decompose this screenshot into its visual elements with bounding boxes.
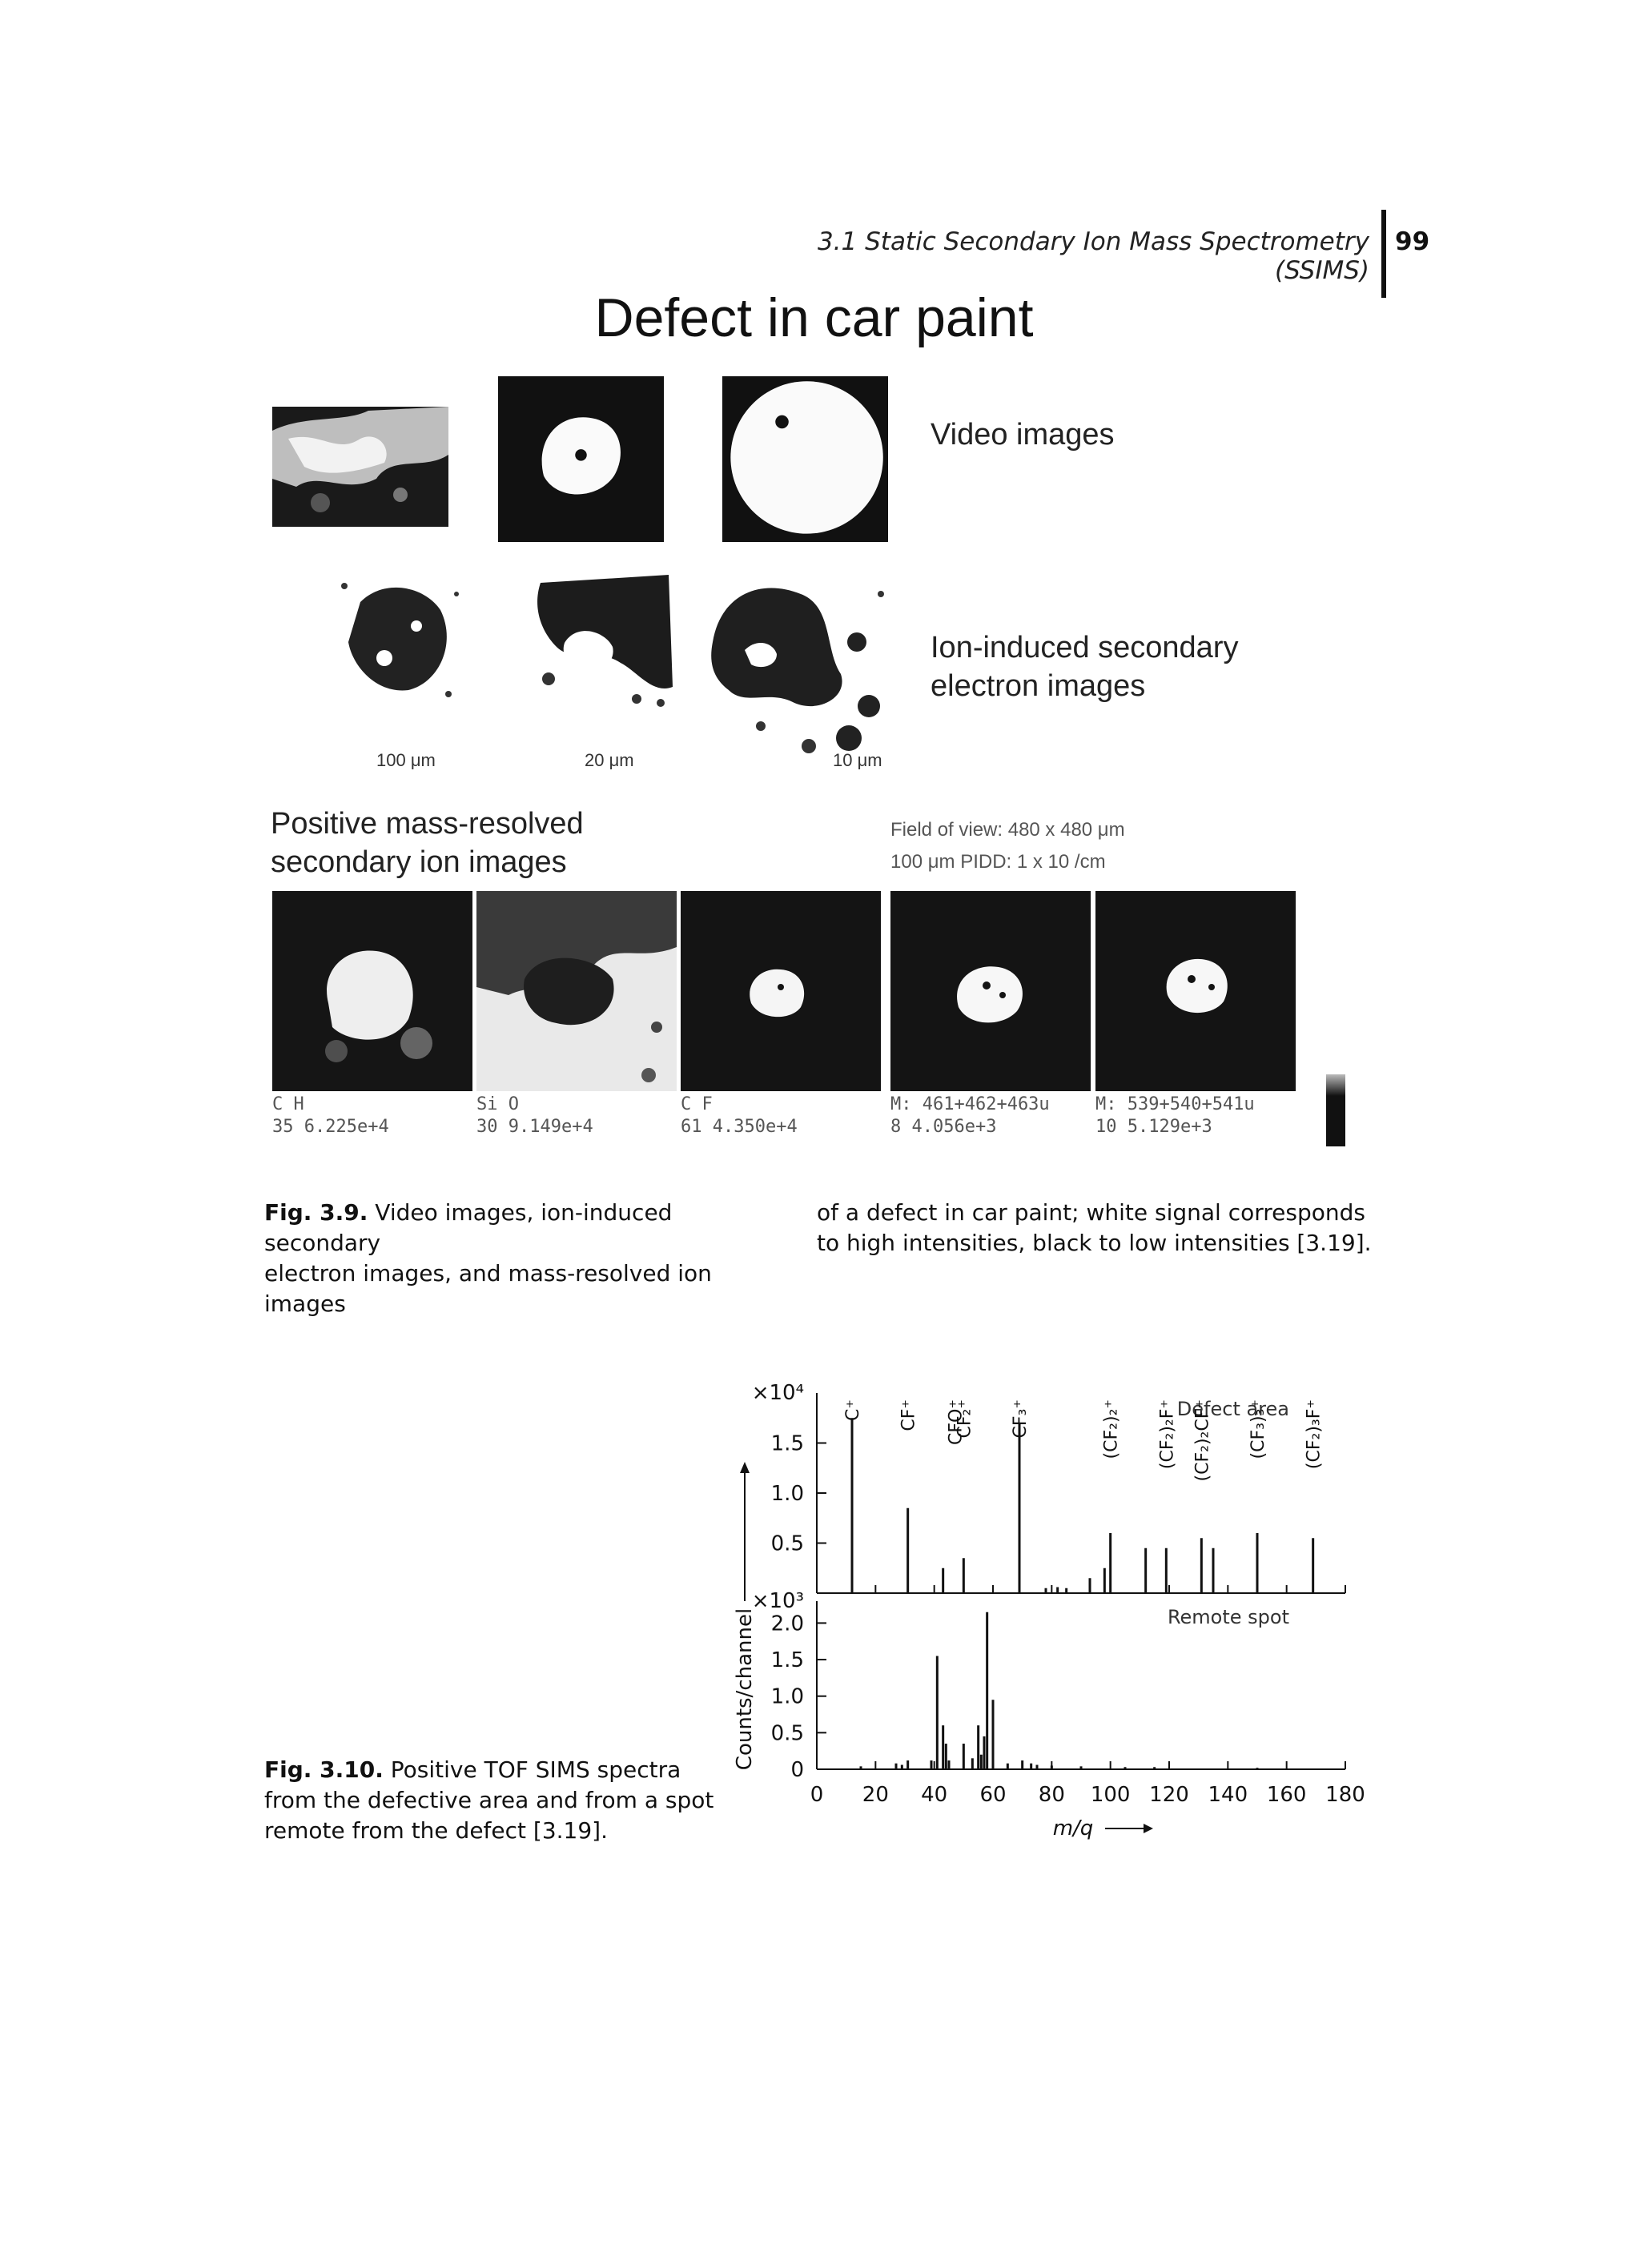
x-tick-label: 40 [921, 1783, 947, 1807]
ion-image-cf [681, 891, 881, 1091]
peak-label: (CF₂)₂CF⁺ [1192, 1399, 1212, 1481]
ion-image-m461 [890, 891, 1091, 1091]
fig39-caption-left: Fig. 3.9. Video images, ion-induced seco… [264, 1198, 793, 1319]
x-tick-label: 0 [810, 1783, 824, 1807]
ion-caption-cf-line1: C F [681, 1094, 713, 1114]
fig310-caption-line3: remote from the defect [3.19]. [264, 1817, 608, 1844]
ion-caption-m461-line1: M: 461+462+463u [890, 1094, 1050, 1114]
tof-sims-spectra: 0.5 1.0 1.5 ×10⁴ Defect area C⁺ CF⁺ CFO⁺CF₂⁺ CF₃… [733, 1381, 1365, 1840]
x-tick-label: 100 [1091, 1783, 1131, 1807]
fig310-caption-label: Fig. 3.10. [264, 1756, 384, 1783]
fig310-caption-line1: Positive TOF SIMS spectra [390, 1756, 681, 1783]
video-image-2 [498, 376, 664, 542]
ion-image-ch [272, 891, 472, 1091]
remote-y-tick-label: 0 [790, 1758, 804, 1782]
ion-image-m539 [1095, 891, 1296, 1091]
ion-caption-m539-line2: 10 5.129e+3 [1095, 1117, 1212, 1137]
scale-label-1: 100 μm [376, 750, 436, 770]
fig39-caption-label: Fig. 3.9. [264, 1199, 368, 1226]
ion-images-label-line2: secondary ion images [271, 845, 567, 879]
scale-label-3: 10 μm [833, 750, 882, 770]
x-tick-label: 140 [1208, 1783, 1248, 1807]
remote-multiplier: ×10³ [752, 1589, 804, 1613]
ion-caption-ch-line1: C H [272, 1094, 304, 1114]
x-tick-label: 160 [1267, 1783, 1307, 1807]
fig310-caption-line2: from the defective area and from a spot [264, 1787, 714, 1813]
y-axis-label: Counts/channel [733, 1608, 757, 1770]
remote-y-tick-label: 1.5 [771, 1648, 804, 1672]
field-of-view-note: Field of view: 480 x 480 μm [890, 819, 1125, 841]
defect-y-tick-label: 1.0 [771, 1482, 804, 1506]
x-tick-label: 120 [1149, 1783, 1189, 1807]
x-tick-label: 20 [862, 1783, 889, 1807]
electron-images-label-line1: Ion-induced secondary [931, 631, 1239, 664]
fig39-caption-right-line1: of a defect in car paint; white signal c… [817, 1199, 1365, 1226]
video-images-label: Video images [931, 418, 1115, 452]
peak-label: C⁺ [843, 1399, 863, 1421]
ion-image-sio [476, 891, 677, 1091]
field-of-view-note-2: 100 μm PIDD: 1 x 10 /cm [890, 851, 1106, 873]
intensity-scale-bar [1326, 1074, 1345, 1146]
ion-caption-cf-line2: 61 4.350e+4 [681, 1117, 798, 1137]
ion-caption-sio-line2: 30 9.149e+4 [476, 1117, 593, 1137]
page-number: 99 [1395, 227, 1430, 256]
ion-caption-sio-line1: Si O [476, 1094, 519, 1114]
peak-label: (CF₂)₂F⁺ [1157, 1399, 1177, 1469]
header-rule [1381, 210, 1386, 298]
remote-y-tick-label: 1.0 [771, 1685, 804, 1709]
peak-label: CF₂⁺ [955, 1399, 975, 1438]
defect-y-tick-label: 0.5 [771, 1532, 804, 1556]
fig310-caption: Fig. 3.10. Positive TOF SIMS spectra fro… [264, 1755, 729, 1846]
fig39-caption-right-line2: to high intensities, black to low intens… [817, 1230, 1372, 1256]
fig39-caption-right: of a defect in car paint; white signal c… [817, 1198, 1377, 1258]
video-image-1 [272, 407, 448, 527]
peak-label: CF₃⁺ [1011, 1399, 1031, 1438]
peak-label: (CF₃)₃⁺ [1248, 1399, 1268, 1459]
electron-image-3 [697, 562, 897, 770]
peak-label: (CF₂)₂⁺ [1102, 1399, 1122, 1459]
x-axis-arrow-head [1144, 1824, 1153, 1833]
electron-image-2 [517, 567, 677, 711]
defect-multiplier: ×10⁴ [752, 1381, 804, 1405]
x-axis-label: m/q [1053, 1816, 1094, 1840]
remote-y-tick-label: 0.5 [771, 1721, 804, 1745]
electron-image-1 [328, 570, 472, 706]
y-axis-arrow-head [740, 1462, 750, 1473]
electron-images-label-line2: electron images [931, 669, 1146, 703]
x-tick-label: 80 [1039, 1783, 1065, 1807]
ion-caption-m461-line2: 8 4.056e+3 [890, 1117, 997, 1137]
peak-label: CF⁺ [899, 1399, 919, 1431]
ion-images-label-line1: Positive mass-resolved [271, 807, 584, 841]
x-tick-label: 60 [979, 1783, 1006, 1807]
scale-label-2: 20 μm [585, 750, 634, 770]
video-image-3 [722, 376, 888, 542]
peak-label: (CF₂)₃F⁺ [1304, 1399, 1325, 1469]
ion-caption-m539-line1: M: 539+540+541u [1095, 1094, 1255, 1114]
defect-panel-name: Defect area [1177, 1398, 1289, 1420]
defect-y-tick-label: 1.5 [771, 1432, 804, 1456]
remote-y-tick-label: 2.0 [771, 1612, 804, 1636]
x-tick-label: 180 [1325, 1783, 1365, 1807]
running-header: 3.1 Static Secondary Ion Mass Spectromet… [817, 227, 1369, 285]
fig39-caption-left-line1: Video images, ion-induced secondary [264, 1199, 673, 1256]
peak-label: CFO⁺ [946, 1399, 966, 1445]
fig39-caption-left-line2: electron images, and mass-resolved ion i… [264, 1260, 712, 1317]
remote-panel-name: Remote spot [1168, 1606, 1289, 1628]
ion-caption-ch-line2: 35 6.225e+4 [272, 1117, 389, 1137]
figure-title: Defect in car paint [594, 287, 1034, 348]
